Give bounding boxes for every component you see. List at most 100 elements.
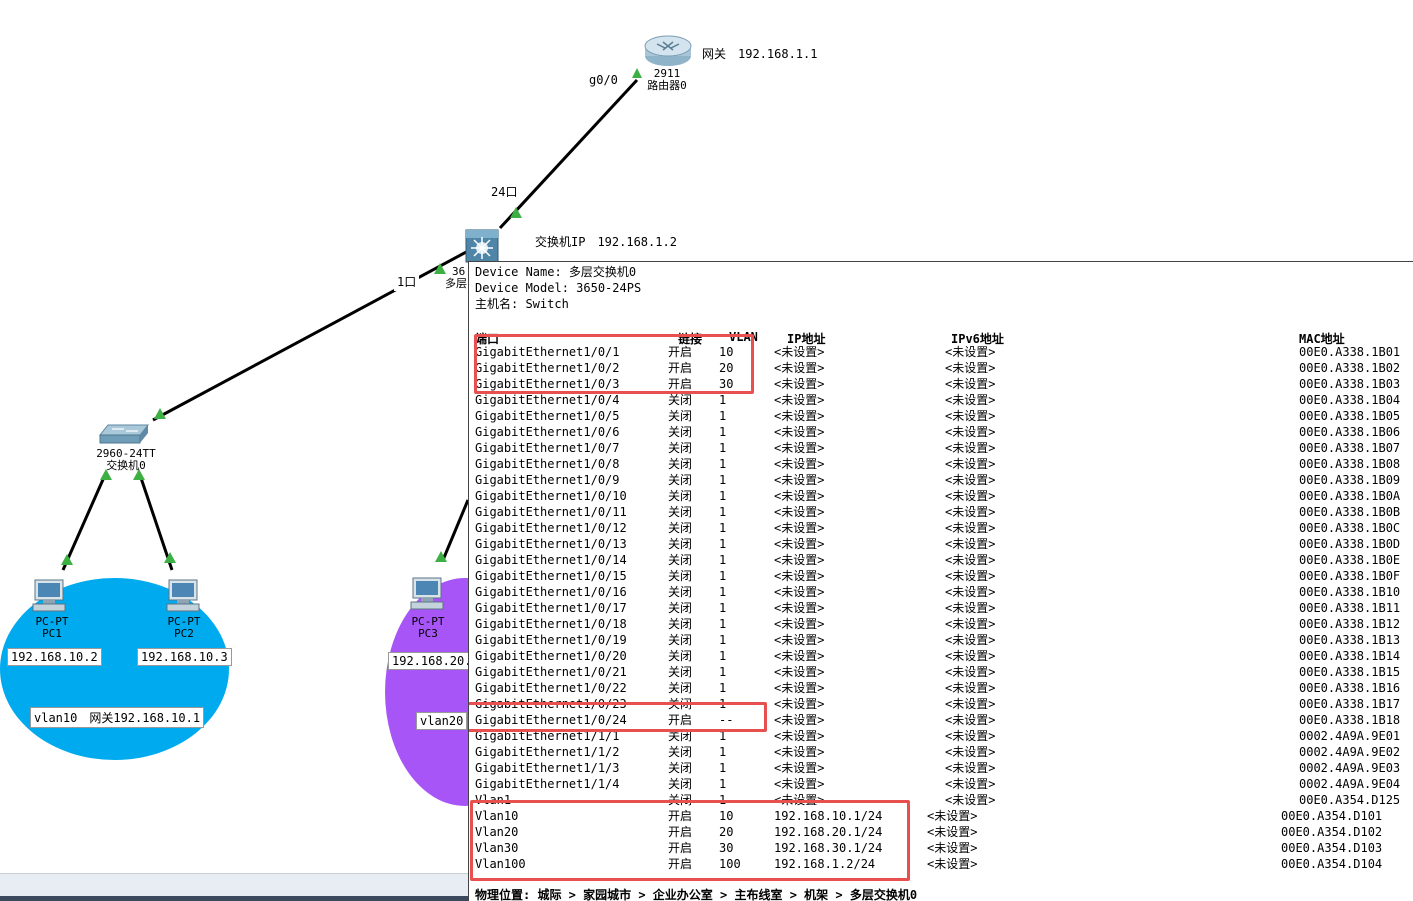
interface-vlan: 1 bbox=[719, 473, 727, 487]
vlan10-label: vlan10 网关192.168.10.1 bbox=[30, 707, 205, 728]
interface-port: GigabitEthernet1/0/1 bbox=[475, 345, 620, 359]
pc-icon[interactable] bbox=[409, 576, 445, 612]
interface-port: GigabitEthernet1/0/5 bbox=[475, 409, 620, 423]
link-up-indicator bbox=[510, 207, 522, 218]
interface-link: 关闭 bbox=[668, 761, 693, 775]
interface-ipv6: <未设置> bbox=[945, 777, 996, 791]
interface-ip: <未设置> bbox=[774, 697, 825, 711]
device-name-line: Device Name: 多层交换机0 bbox=[475, 265, 637, 279]
vlan-interface-ipv6: <未设置> bbox=[927, 857, 978, 871]
interface-ipv6: <未设置> bbox=[945, 745, 996, 759]
cable-access-pc1 bbox=[61, 474, 107, 571]
link-up-indicator bbox=[154, 408, 166, 419]
link-up-indicator bbox=[61, 554, 73, 565]
interface-vlan: 1 bbox=[719, 441, 727, 455]
interface-port: GigabitEthernet1/0/4 bbox=[475, 393, 620, 407]
interface-link: 关闭 bbox=[668, 681, 693, 695]
interface-link: 关闭 bbox=[668, 633, 693, 647]
router-icon[interactable] bbox=[643, 34, 693, 68]
interface-mac: 00E0.A338.1B10 bbox=[1299, 585, 1401, 599]
hostname-line: 主机名: Switch bbox=[475, 297, 569, 311]
interface-port: GigabitEthernet1/0/10 bbox=[475, 489, 627, 503]
interface-link: 关闭 bbox=[668, 409, 693, 423]
interface-port: GigabitEthernet1/0/2 bbox=[475, 361, 620, 375]
access-switch-model: 2960-24TT bbox=[96, 447, 156, 460]
highlight-box-trunk-port bbox=[469, 702, 767, 732]
taskbar bbox=[0, 873, 468, 901]
interface-ipv6: <未设置> bbox=[945, 601, 996, 615]
interface-port: GigabitEthernet1/0/11 bbox=[475, 505, 627, 519]
interface-port: GigabitEthernet1/0/18 bbox=[475, 617, 627, 631]
vlan-interface-link: 开启 bbox=[668, 841, 693, 855]
interface-mac: 00E0.A338.1B04 bbox=[1299, 393, 1401, 407]
interface-vlan: 1 bbox=[719, 665, 727, 679]
interface-vlan: 1 bbox=[719, 601, 727, 615]
interface-port: GigabitEthernet1/0/19 bbox=[475, 633, 627, 647]
interface-ipv6: <未设置> bbox=[945, 617, 996, 631]
interface-ipv6: <未设置> bbox=[945, 393, 996, 407]
interface-ip: <未设置> bbox=[774, 601, 825, 615]
interface-mac: 0002.4A9A.9E01 bbox=[1299, 729, 1401, 743]
pc-icon[interactable] bbox=[31, 578, 67, 614]
interface-mac: 0002.4A9A.9E03 bbox=[1299, 761, 1401, 775]
vlan-interface-mac: 00E0.A354.D101 bbox=[1281, 809, 1383, 823]
interface-port: GigabitEthernet1/1/2 bbox=[475, 745, 620, 759]
interface-ip: <未设置> bbox=[774, 505, 825, 519]
vlan-interface-vlan: 30 bbox=[719, 841, 734, 855]
interface-vlan: 1 bbox=[719, 745, 727, 759]
interface-port: GigabitEthernet1/1/3 bbox=[475, 761, 620, 775]
interface-link: 关闭 bbox=[668, 489, 693, 503]
interface-link: 关闭 bbox=[668, 601, 693, 615]
pc-icon[interactable] bbox=[165, 578, 201, 614]
vlan-interface-ipv6: <未设置> bbox=[927, 825, 978, 839]
access-switch-icon[interactable] bbox=[98, 423, 150, 445]
interface-mac: 00E0.A338.1B05 bbox=[1299, 409, 1401, 423]
interface-mac: 00E0.A338.1B16 bbox=[1299, 681, 1401, 695]
interface-ipv6: <未设置> bbox=[945, 697, 996, 711]
vlan-interface-mac: 00E0.A354.D103 bbox=[1281, 841, 1383, 855]
interface-link: 关闭 bbox=[668, 425, 693, 439]
interface-mac: 00E0.A338.1B09 bbox=[1299, 473, 1401, 487]
interface-mac: 0002.4A9A.9E02 bbox=[1299, 745, 1401, 759]
interface-mac: 00E0.A338.1B03 bbox=[1299, 377, 1401, 391]
vlan-interface-ip: 192.168.10.1/24 bbox=[774, 809, 883, 823]
interface-mac: 00E0.A338.1B0C bbox=[1299, 521, 1401, 535]
interface-mac: 00E0.A338.1B13 bbox=[1299, 633, 1401, 647]
interface-ipv6: <未设置> bbox=[945, 537, 996, 551]
interface-ip: <未设置> bbox=[774, 409, 825, 423]
interface-mac: 00E0.A338.1B11 bbox=[1299, 601, 1401, 615]
col-header-ip: IP地址 bbox=[787, 332, 826, 346]
physical-location-line: 物理位置: 城际 > 家园城市 > 企业办公室 > 主布线室 > 机架 > 多层… bbox=[475, 888, 918, 901]
interface-ipv6: <未设置> bbox=[945, 793, 996, 807]
interface-ip: <未设置> bbox=[774, 681, 825, 695]
multilayer-switch-icon[interactable] bbox=[465, 229, 499, 263]
interface-ip: <未设置> bbox=[774, 377, 825, 391]
vlan-interface-port: Vlan20 bbox=[475, 825, 519, 839]
interface-link: 关闭 bbox=[668, 393, 693, 407]
pc2-ip-label: 192.168.10.3 bbox=[137, 648, 232, 666]
pc1-model: PC-PT bbox=[35, 615, 69, 628]
vlan-interface-link: 开启 bbox=[668, 857, 693, 871]
access-switch-name: 交换机0 bbox=[106, 459, 146, 472]
interface-vlan: 1 bbox=[719, 521, 727, 535]
interface-port: GigabitEthernet1/0/15 bbox=[475, 569, 627, 583]
interface-vlan: 1 bbox=[719, 409, 727, 423]
interface-ipv6: <未设置> bbox=[945, 361, 996, 375]
vlan-interface-link: 开启 bbox=[668, 825, 693, 839]
interface-ipv6: <未设置> bbox=[945, 425, 996, 439]
interface-port: GigabitEthernet1/1/1 bbox=[475, 729, 620, 743]
